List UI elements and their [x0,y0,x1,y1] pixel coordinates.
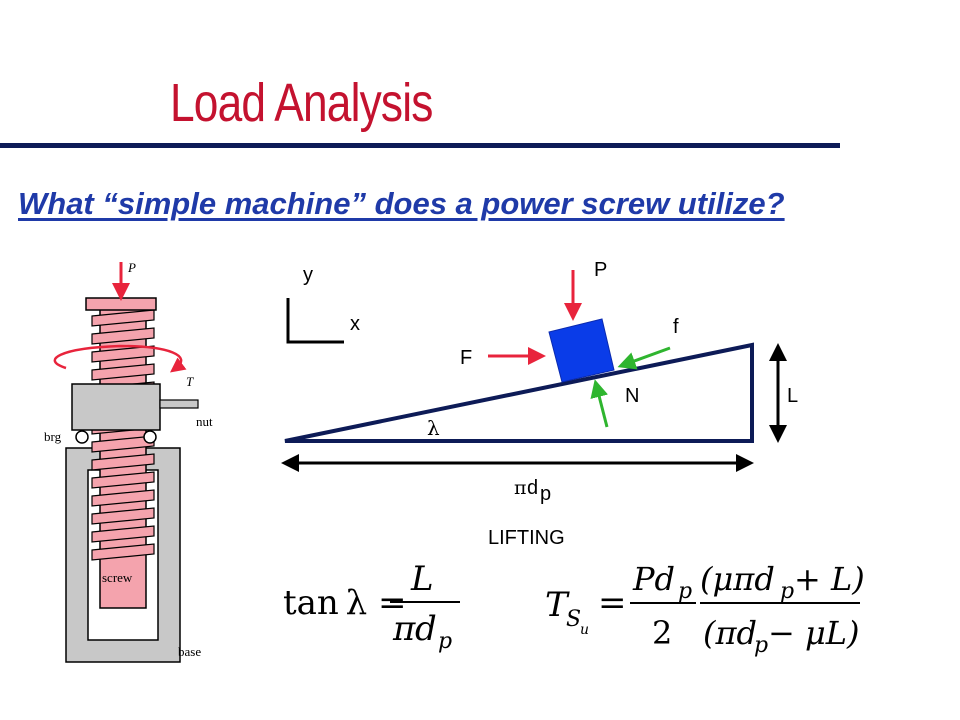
eq2-s: S [566,607,581,632]
eq2-frac2-den-open: (πd [703,614,757,652]
screw-label-base: base [178,644,201,659]
eq2-equals: = [598,583,627,623]
force-arrow-f-lower [617,346,671,370]
eq2-frac2-den-sub: p [754,633,768,658]
case-label: LIFTING [488,527,565,549]
base-label-d: d [527,477,538,499]
nut-handle [159,399,199,409]
eq1-numerator: L [410,559,434,599]
eq2-frac1-num-sub: p [678,579,692,604]
force-arrow-n [590,379,609,428]
title-divider [0,143,840,148]
base-label-sub: p [540,483,551,505]
load-platform [85,297,157,311]
dimension-label-l: L [787,385,798,407]
force-label-f-upper: F [460,347,472,369]
eq2-t: T [545,585,570,625]
equation-tan-lambda: tan λ = L π d p [283,559,460,654]
screw-label-t: T [186,374,194,389]
screw-label-brg: brg [44,429,62,444]
axis-label-y: y [303,264,313,286]
axis-label-x: x [350,313,360,335]
eq2-u: u [580,622,589,638]
sliding-block [548,318,615,383]
eq2-frac1-den: 2 [652,614,672,652]
screw-label-screw: screw [102,570,133,585]
eq2-frac2-num-close: + L) [794,560,865,598]
force-label-n: N [625,385,639,407]
equation-torque: T S u = Pd p 2 (μπd p + L) (πd p − μL) [545,560,865,658]
power-screw-illustration: P T nut brg screw base [44,260,213,663]
eq2-frac2-num-sub: p [780,579,794,604]
base-label-pi: π [514,477,527,499]
eq2-frac2-num-open: (μπd [700,560,775,598]
force-label-f-lower: f [673,316,679,338]
force-label-p: P [594,259,607,281]
eq1-den-sub: p [438,629,452,654]
eq1-den-d: d [415,609,437,649]
nut-block [71,383,161,431]
axes-corner [286,298,344,344]
slide-subtitle: What “simple machine” does a power screw… [18,186,785,221]
incline-triangle [284,342,754,443]
torque-arrow [53,344,187,373]
eq2-frac1-num: Pd [632,560,675,598]
eq1-lhs: tan λ = [283,583,406,623]
screw-label-p: P [127,260,136,275]
screw-label-nut: nut [196,414,213,429]
bearing-left [75,430,89,444]
eq2-frac2-den-close: − μL) [768,614,860,652]
incline-diagram: y x P F f N L λ π d p LIFTING [281,259,798,549]
angle-label: λ [427,416,440,440]
bearing-right [143,430,157,444]
eq1-den-pi: π [392,609,416,649]
slide-title: Load Analysis [170,73,433,133]
